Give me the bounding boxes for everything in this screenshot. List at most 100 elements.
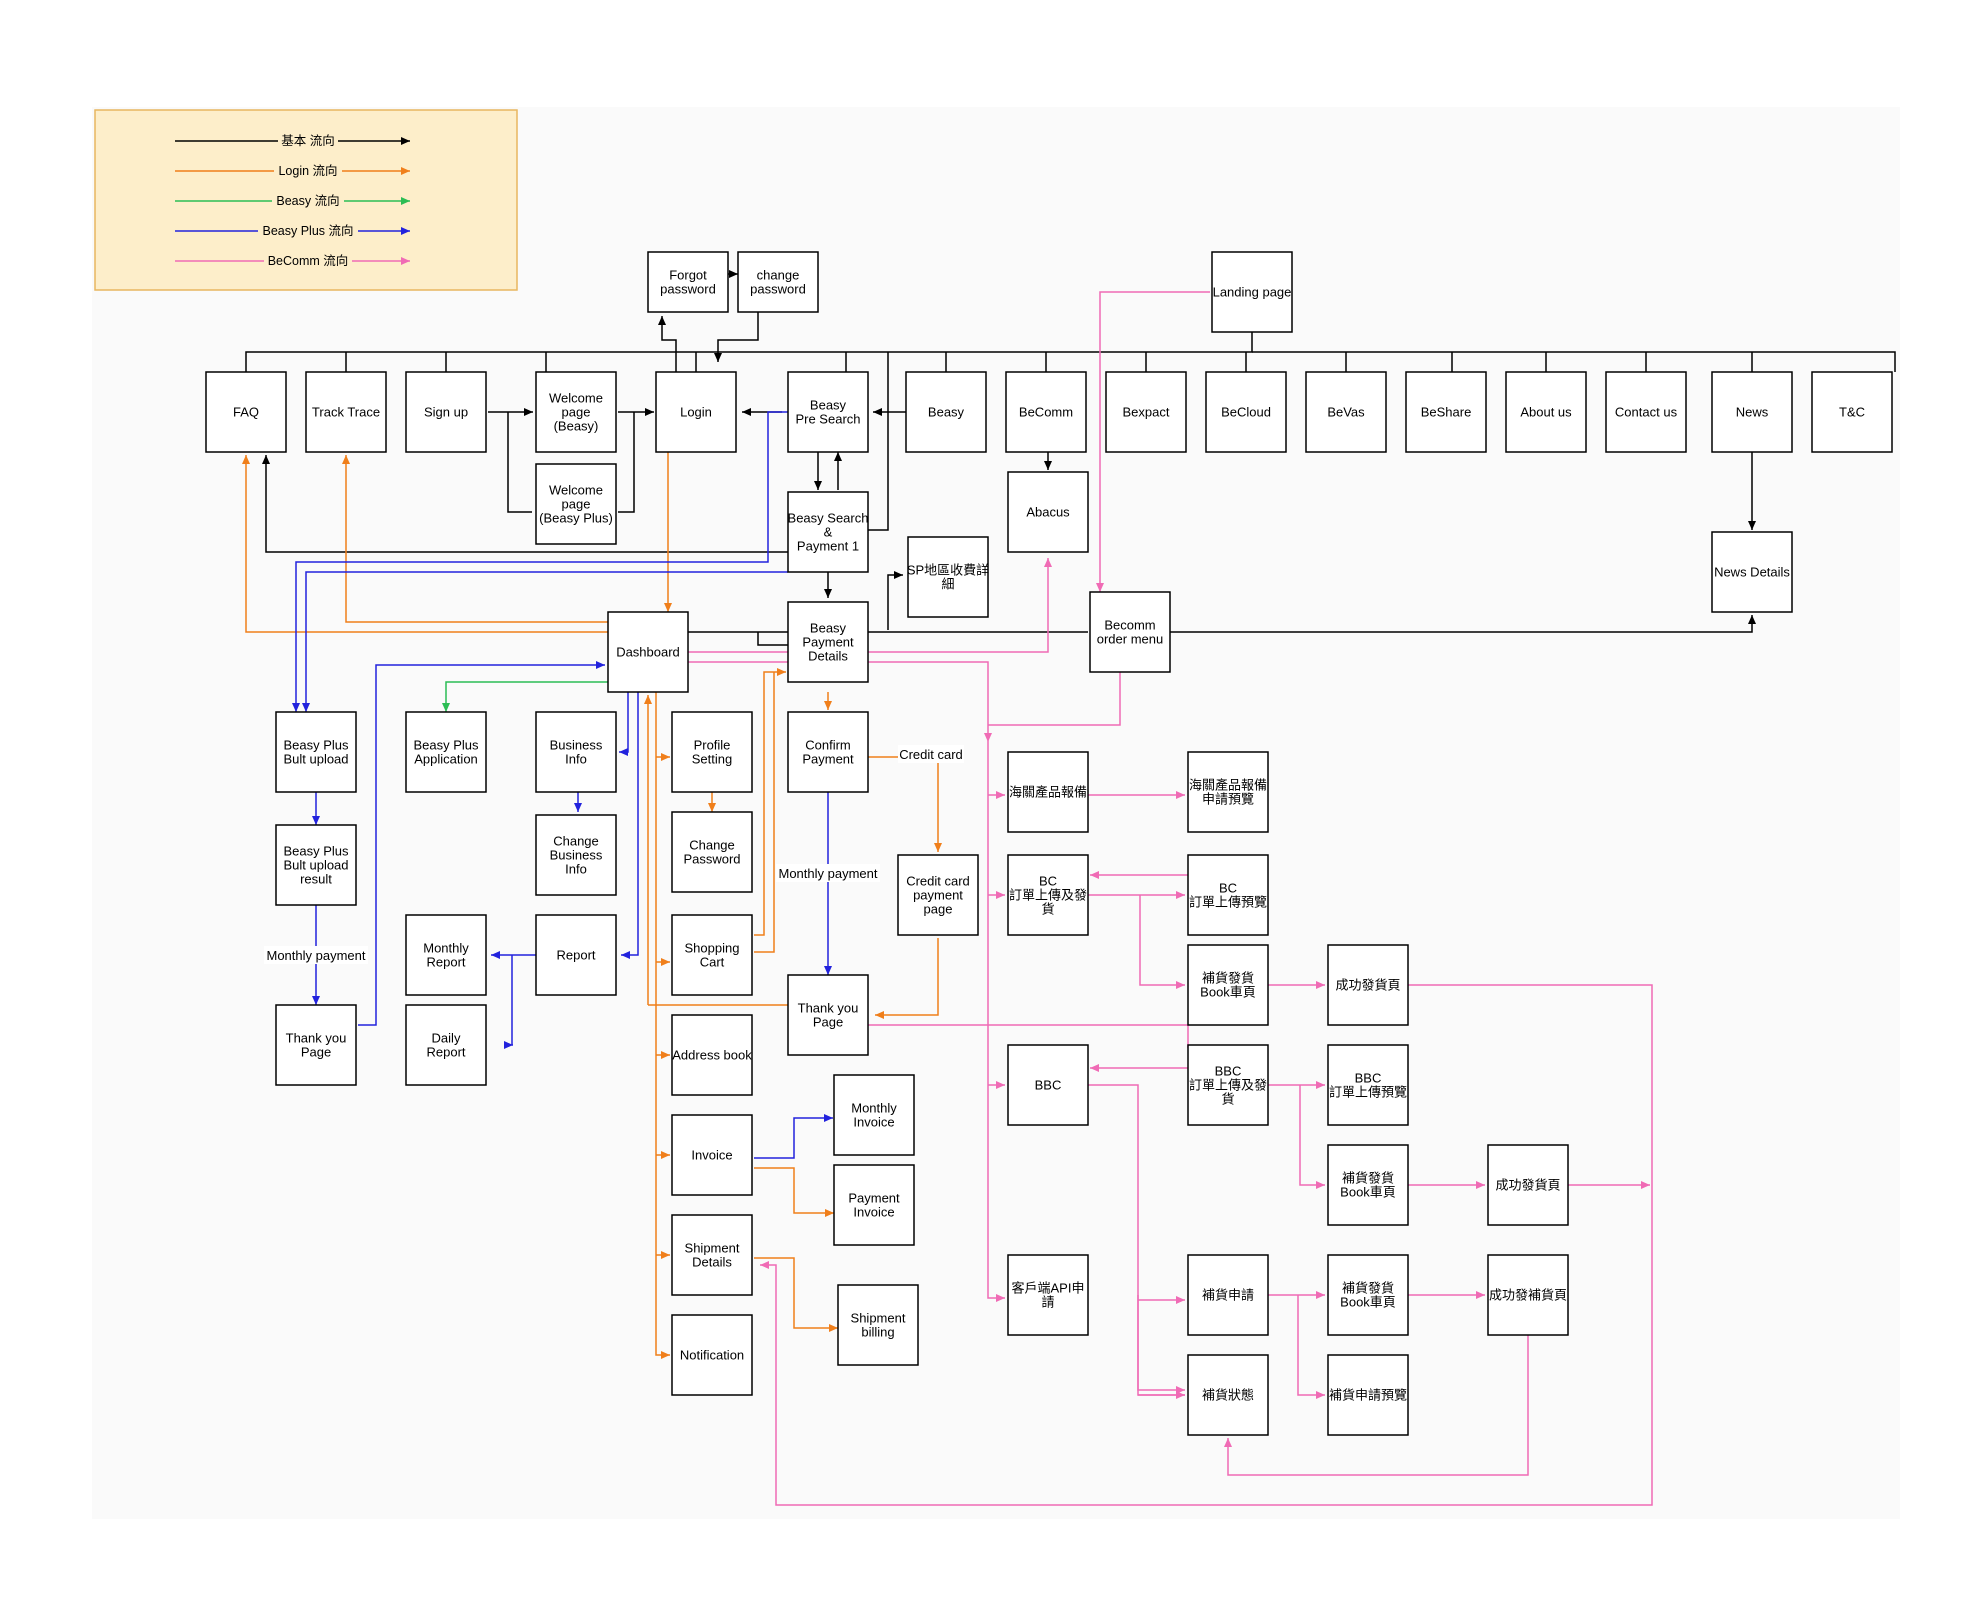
node-box xyxy=(833,1164,915,1246)
edge-label-monthly-payment-mid: Monthly payment xyxy=(779,866,878,881)
node-box xyxy=(1327,1254,1409,1336)
node-box xyxy=(737,251,819,313)
node-box xyxy=(655,371,737,453)
node-box xyxy=(1711,531,1793,613)
node-box xyxy=(671,914,753,996)
node-login: Login xyxy=(655,371,737,453)
node-box xyxy=(205,371,287,453)
node-label: Beasy xyxy=(928,405,965,420)
node-label: Track Trace xyxy=(312,405,380,420)
node-track-trace: Track Trace xyxy=(305,371,387,453)
node-label: Landing page xyxy=(1213,285,1292,300)
node-faq: FAQ xyxy=(205,371,287,453)
node-label: 客戶端API申請 xyxy=(1012,1281,1085,1310)
node-label: Login xyxy=(680,405,712,420)
node-label: 補貨申請 xyxy=(1202,1288,1254,1303)
node-report: Report xyxy=(535,914,617,996)
node-sp-fee: SP地區收費詳細 xyxy=(907,536,989,618)
node-label: Bexpact xyxy=(1123,405,1170,420)
node-label: 海關產品報備 xyxy=(1009,785,1087,800)
node-box xyxy=(837,1284,919,1366)
node-box xyxy=(833,1074,915,1156)
node-box xyxy=(1187,1354,1269,1436)
node-box xyxy=(1327,1354,1409,1436)
node-beshare: BeShare xyxy=(1405,371,1487,453)
node-dashboard: Dashboard xyxy=(607,611,689,693)
node-label: Address book xyxy=(672,1048,752,1063)
node-bevas: BeVas xyxy=(1305,371,1387,453)
node-box xyxy=(1487,1254,1569,1336)
legend-label-becomm: BeComm 流向 xyxy=(268,253,349,268)
node-restock-apply-preview: 補貨申請預覽 xyxy=(1327,1354,1409,1436)
node-box xyxy=(1007,471,1089,553)
node-beasy-search-payment: Beasy Search&Payment 1 xyxy=(787,491,869,573)
node-box xyxy=(1711,371,1793,453)
node-box xyxy=(907,536,989,618)
node-label: 成功發貨頁 xyxy=(1495,1178,1560,1193)
legend-label-beasy-plus: Beasy Plus 流向 xyxy=(262,223,353,238)
node-box xyxy=(787,711,869,793)
node-success-ship-2: 成功發貨頁 xyxy=(1487,1144,1569,1226)
node-box xyxy=(1305,371,1387,453)
legend-label-basic: 基本 流向 xyxy=(281,133,334,148)
node-box xyxy=(1089,591,1171,673)
node-box xyxy=(405,1004,487,1086)
node-label: Notification xyxy=(680,1348,744,1363)
node-box xyxy=(405,711,487,793)
node-label: T&C xyxy=(1839,405,1865,420)
node-box xyxy=(275,824,357,906)
node-label: About us xyxy=(1520,405,1572,420)
node-success-ship-1: 成功發貨頁 xyxy=(1327,944,1409,1026)
node-label: BBC xyxy=(1035,1078,1062,1093)
node-customs-declaration: 海關產品報備 xyxy=(1007,751,1089,833)
node-invoice: Invoice xyxy=(671,1114,753,1196)
edges xyxy=(242,270,1896,1506)
node-box xyxy=(1007,854,1089,936)
node-box xyxy=(787,491,869,573)
node-box xyxy=(607,611,689,693)
node-label: News xyxy=(1736,405,1769,420)
node-label: Beasy Search&Payment 1 xyxy=(788,511,869,554)
node-box xyxy=(275,711,357,793)
node-label: BeComm xyxy=(1019,405,1073,420)
node-box xyxy=(787,371,869,453)
